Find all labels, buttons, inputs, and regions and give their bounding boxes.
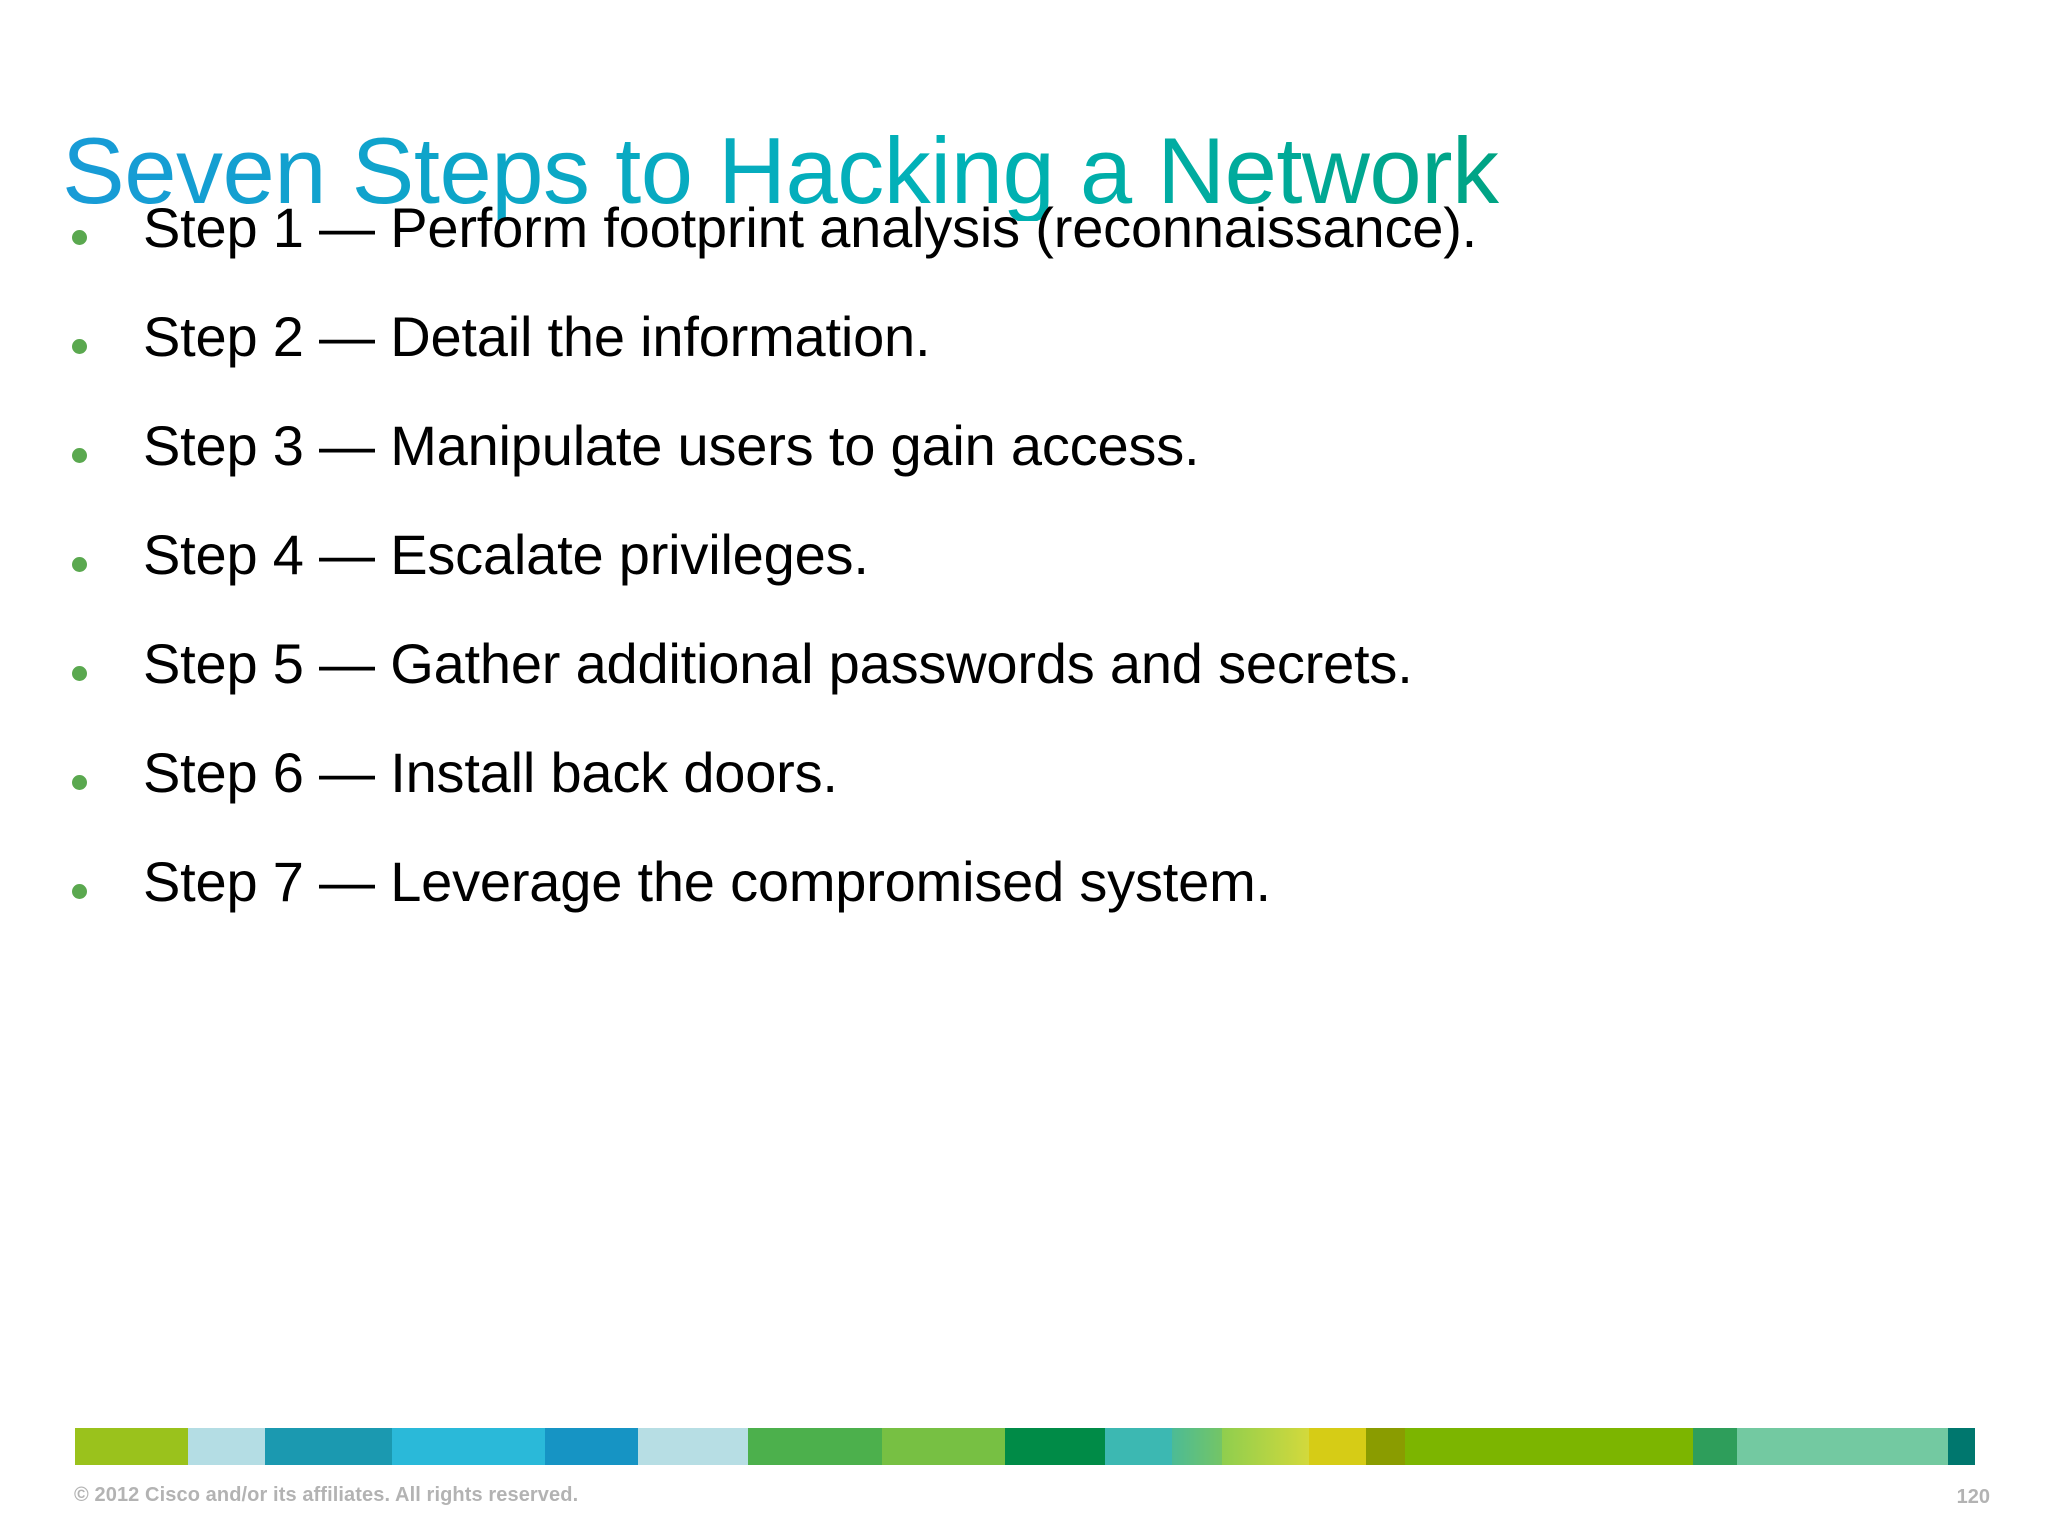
bullet-text: Step 7 — Leverage the compromised system… [143, 850, 1271, 913]
color-bar-segment [1736, 1428, 1948, 1465]
color-bar-segment [747, 1428, 883, 1465]
list-item: Step 4 — Escalate privileges. [62, 523, 1962, 632]
color-bar-segment [1692, 1428, 1737, 1465]
color-bar-segment [1366, 1428, 1405, 1465]
color-bar-segment [1308, 1428, 1367, 1465]
bullet-dot-icon [72, 775, 87, 790]
bullet-dot-icon [72, 230, 87, 245]
footer-color-bar [75, 1428, 1975, 1465]
color-bar-segment [75, 1428, 189, 1465]
color-bar-segment [1947, 1428, 1975, 1465]
color-bar-segment [545, 1428, 638, 1465]
bullet-list: Step 1 — Perform footprint analysis (rec… [62, 196, 1962, 959]
bullet-text: Step 3 — Manipulate users to gain access… [143, 414, 1200, 477]
bullet-text: Step 4 — Escalate privileges. [143, 523, 869, 586]
list-item: Step 3 — Manipulate users to gain access… [62, 414, 1962, 523]
page-title: Seven Steps to Hacking a Network [62, 121, 1862, 221]
color-bar-segment [1404, 1428, 1693, 1465]
bullet-text: Step 6 — Install back doors. [143, 741, 838, 804]
list-item: Step 1 — Perform footprint analysis (rec… [62, 196, 1962, 305]
color-bar-segment [882, 1428, 1006, 1465]
copyright-text: © 2012 Cisco and/or its affiliates. All … [74, 1484, 579, 1506]
color-bar-segment [1005, 1428, 1106, 1465]
bullet-text: Step 1 — Perform footprint analysis (rec… [143, 196, 1478, 259]
color-bar-segment [637, 1428, 748, 1465]
bullet-text: Step 2 — Detail the information. [143, 305, 931, 368]
bullet-dot-icon [72, 448, 87, 463]
color-bar-segment [1105, 1428, 1173, 1465]
list-item: Step 7 — Leverage the compromised system… [62, 850, 1962, 959]
color-bar-segment [1172, 1428, 1223, 1465]
list-item: Step 6 — Install back doors. [62, 741, 1962, 850]
color-bar-segment [391, 1428, 546, 1465]
bullet-text: Step 5 — Gather additional passwords and… [143, 632, 1413, 695]
bullet-dot-icon [72, 557, 87, 572]
page-number: 120 [1956, 1486, 1990, 1508]
color-bar-segment [265, 1428, 392, 1465]
bullet-dot-icon [72, 884, 87, 899]
color-bar-segment [1222, 1428, 1309, 1465]
list-item: Step 2 — Detail the information. [62, 305, 1962, 414]
list-item: Step 5 — Gather additional passwords and… [62, 632, 1962, 741]
bullet-dot-icon [72, 666, 87, 681]
color-bar-segment [188, 1428, 266, 1465]
bullet-dot-icon [72, 339, 87, 354]
